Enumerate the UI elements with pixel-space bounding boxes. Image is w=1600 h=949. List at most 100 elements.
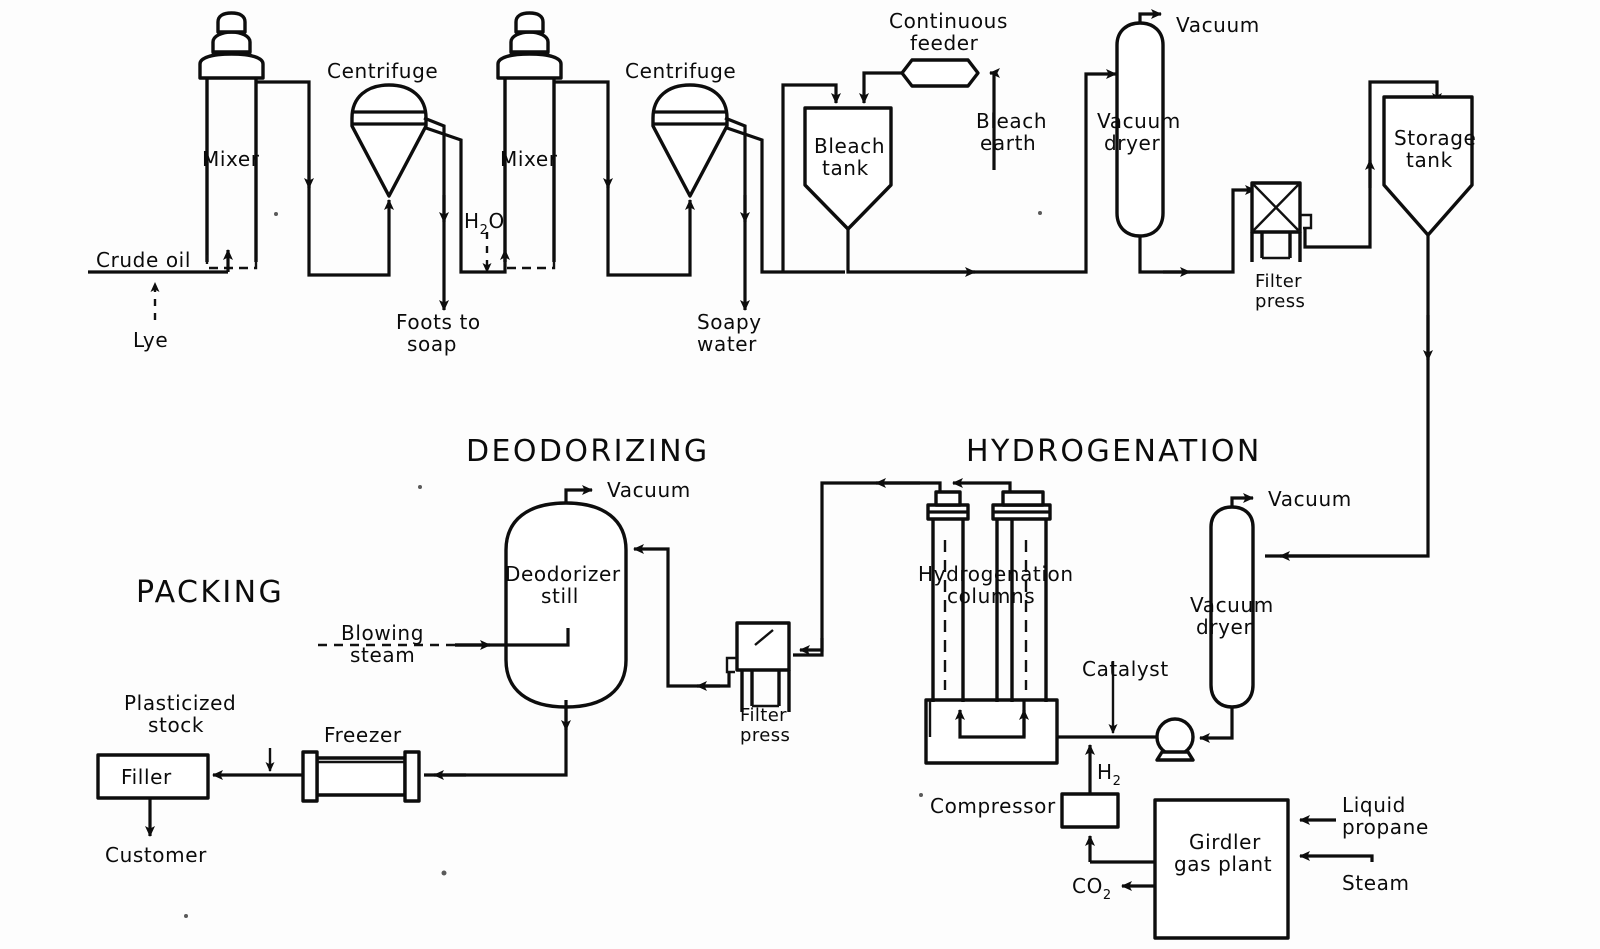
label-plasticized-stock-2: stock (148, 713, 204, 737)
label-vacuum-dryer-hyd-2: dryer (1196, 615, 1252, 639)
label-blowing-steam-1: Blowing (341, 621, 424, 645)
label-liquid-propane-2: propane (1342, 815, 1429, 839)
label-girdler-1: Girdler (1189, 830, 1261, 854)
deodorizer-still-body (504, 501, 628, 709)
pipe-centrifuge2-to-bleach (726, 126, 845, 274)
freezer-shell (315, 756, 407, 797)
filter-press-mid-body (735, 621, 791, 672)
mixer-2-flange (496, 52, 563, 80)
storage-tank-body (1382, 95, 1474, 237)
label-vacuum-deodorizer: Vacuum (607, 478, 691, 502)
label-girdler-2: gas plant (1174, 852, 1272, 876)
label-freezer: Freezer (324, 723, 402, 747)
pipe-centrifuge1-to-mixer2 (425, 126, 510, 274)
label-filter-press-mid-2: press (740, 725, 790, 746)
pipe-bleach-earth (989, 68, 1000, 170)
freezer-flange-right (403, 750, 421, 803)
label-bleach-tank-2: tank (822, 156, 869, 180)
mixer-1-motor (216, 11, 247, 34)
col-2-nozzle (1001, 490, 1045, 507)
label-liquid-propane-1: Liquid (1342, 793, 1406, 817)
label-soapy-water-1: Soapy (697, 310, 762, 334)
column-internal-dashes (943, 540, 1028, 690)
section-title-deodorizing: DEODORIZING (466, 434, 710, 469)
hydrogenation-base-tank (924, 698, 1059, 765)
scan-speck-2 (274, 212, 278, 216)
mixer-1-flange (198, 52, 265, 80)
pump-body (1155, 717, 1195, 757)
scan-speck-3 (441, 870, 447, 876)
label-centrifuge-1: Centrifuge (327, 59, 438, 83)
section-title-packing: PACKING (136, 575, 284, 610)
label-vacuum-top: Vacuum (1176, 13, 1260, 37)
arrow-into-filter-press-mid (799, 638, 824, 655)
filter-press-mid-spout (725, 656, 737, 674)
pipe-mixer2-to-centrifuge2 (554, 80, 695, 277)
label-centrifuge-2: Centrifuge (625, 59, 736, 83)
centrifuge-2-body (651, 83, 729, 198)
label-mixer-2: Mixer (500, 147, 558, 171)
label-foots-to-soap-2: soap (407, 332, 457, 356)
mixer-2-bottom (503, 255, 556, 270)
filler-body (96, 753, 210, 800)
pump-base (1155, 750, 1195, 762)
label-vacuum-dryer-top-2: dryer (1104, 131, 1160, 155)
label-vacuum-hyd: Vacuum (1268, 487, 1352, 511)
blowing-steam-line (455, 628, 570, 647)
vacuum-dryer-top-body (1115, 21, 1165, 238)
scan-speck-6 (418, 485, 422, 489)
filter-press-top-cross (1251, 182, 1301, 233)
label-storage-tank-2: tank (1406, 148, 1453, 172)
pipe-soapy-water (724, 116, 750, 311)
pipe-steam-in (1299, 851, 1374, 862)
label-crude-oil: Crude oil (96, 248, 191, 272)
pipe-mixer1-to-centrifuge1 (256, 80, 394, 277)
pipe-bleach-to-vacuum-dryer (846, 69, 1117, 274)
label-co2: CO2 (1072, 874, 1112, 903)
pipe-feeder-to-bleach-tank (859, 71, 902, 104)
label-continuous-feeder-1: Continuous (889, 9, 1008, 33)
label-vacuum-dryer-top-1: Vacuum (1097, 109, 1181, 133)
mixer-1-bottom (205, 255, 258, 270)
label-continuous-feeder-2: feeder (910, 31, 979, 55)
label-storage-tank-1: Storage (1394, 126, 1476, 150)
mixer-2-motor (514, 11, 545, 34)
label-deodorizer-still-1: Deodorizer (505, 562, 621, 586)
label-lye: Lye (133, 328, 168, 352)
label-bleach-earth-1: Bleach (976, 109, 1047, 133)
bleach-tank-body (803, 106, 893, 231)
pipe-hydrogenation-to-filter-press (793, 481, 942, 657)
label-customer: Customer (105, 843, 207, 867)
manifold-inner-walls (928, 700, 1059, 737)
label-h2o: H2O (464, 209, 505, 238)
label-filter-press-top-1: Filter (1255, 271, 1302, 292)
mixer-2-motor-base (509, 30, 550, 54)
label-foots-to-soap-1: Foots to (396, 310, 481, 334)
freezer-flange-left (301, 750, 319, 803)
label-hydrogen: H2 (1097, 760, 1122, 789)
girdler-gas-plant-body (1153, 798, 1290, 940)
vacuum-dryer-hyd-body (1209, 505, 1255, 709)
label-bleach-tank-1: Bleach (814, 134, 885, 158)
filter-press-mid-legs (740, 670, 791, 712)
filter-press-top-spout (1300, 213, 1313, 230)
filter-press-mid-mark (754, 629, 774, 646)
scan-speck-4 (184, 914, 188, 918)
pipe-to-bleach-tank-inlet (781, 83, 841, 272)
pipe-hyd-dryer-vent (1230, 493, 1254, 508)
label-hydrogenation-columns-1: Hydrogenation (918, 562, 1074, 586)
label-soapy-water-2: water (697, 332, 757, 356)
label-filler: Filler (121, 765, 172, 789)
continuous-feeder-body (900, 58, 980, 88)
label-vacuum-dryer-hyd-1: Vacuum (1190, 593, 1274, 617)
pipe-filter-to-deodorizer (633, 544, 731, 688)
label-hydrogenation-columns-2: columns (947, 584, 1035, 608)
pipe-deodorizer-to-freezer (424, 707, 568, 777)
pipe-dryer-to-filter-press (1138, 185, 1256, 274)
pipe-foots-to-soap (423, 116, 449, 311)
pipe-deodorizer-vent (564, 485, 593, 504)
label-plasticized-stock-1: Plasticized (124, 691, 236, 715)
filter-press-top-legs (1250, 232, 1302, 262)
compressor-body (1060, 792, 1120, 829)
